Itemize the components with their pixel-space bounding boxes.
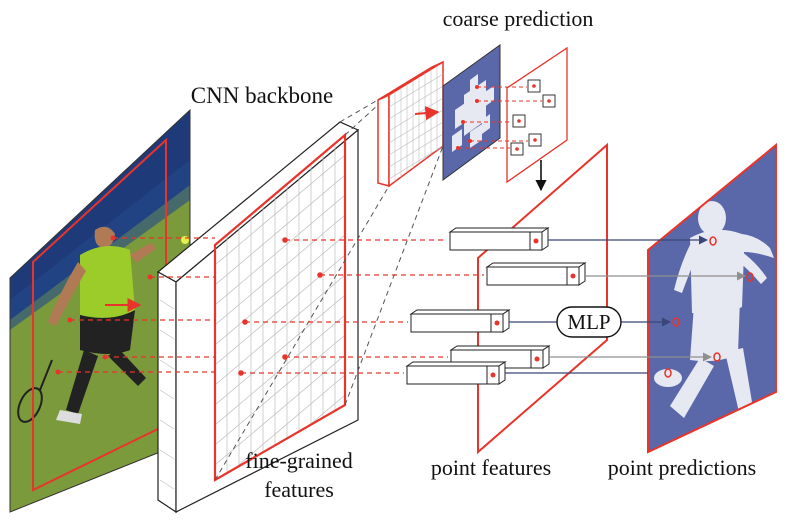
photo-banner-text: S xyxy=(47,190,74,219)
features-label: features xyxy=(264,477,334,502)
feature-bar-1 xyxy=(448,227,550,251)
coarse-prediction-mask xyxy=(442,44,501,181)
fine-grained-label: fine-grained xyxy=(245,448,353,473)
fine-rays xyxy=(241,239,484,374)
coarse-prediction-label: coarse prediction xyxy=(443,6,594,31)
feature-bar-3 xyxy=(409,309,511,333)
feature-bar-5 xyxy=(405,361,507,385)
coarse-point-panel xyxy=(458,46,568,184)
cnn-backbone xyxy=(156,121,360,514)
prediction-arrows xyxy=(505,235,746,374)
cnn-backbone-label: CNN backbone xyxy=(191,83,333,108)
feature-bars xyxy=(405,227,587,385)
feature-bar-2 xyxy=(485,262,587,286)
mlp-node: MLP xyxy=(556,306,622,338)
input-rays xyxy=(58,237,215,373)
point-features-panel xyxy=(477,142,608,455)
coarse-feature-grid xyxy=(377,60,444,188)
mlp-label: MLP xyxy=(567,310,610,334)
point-predictions-mask xyxy=(647,142,777,454)
point-predictions-label: point predictions xyxy=(608,455,756,480)
point-features-label: point features xyxy=(431,455,551,480)
input-points xyxy=(55,235,153,375)
mlp-pill xyxy=(556,306,622,338)
coarse-arrow xyxy=(414,106,440,121)
prediction-points xyxy=(664,236,754,378)
fine-points xyxy=(238,237,323,376)
